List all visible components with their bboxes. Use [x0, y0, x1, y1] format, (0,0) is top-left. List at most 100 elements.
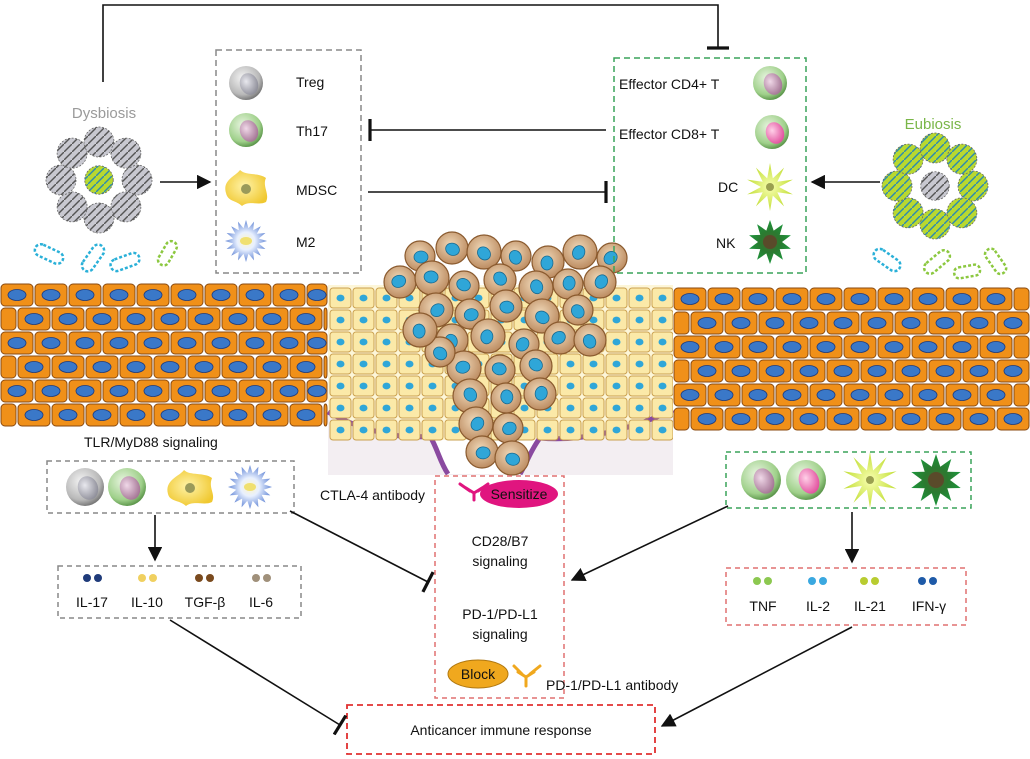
epithelial-nucleus — [952, 341, 972, 353]
tissue-nucleus — [336, 360, 345, 368]
epithelial-nucleus — [194, 361, 214, 373]
tumor-nucleus — [455, 360, 471, 374]
epithelial-nucleus — [41, 385, 61, 397]
epithelial-nucleus — [765, 413, 785, 425]
tissue-nucleus — [382, 294, 391, 302]
tumor-nucleus — [535, 310, 550, 325]
epithelial-nucleus — [24, 361, 44, 373]
epithelial-nucleus — [765, 365, 785, 377]
microbe-icon — [881, 170, 913, 202]
dc-label: DC — [718, 179, 739, 195]
epithelial-nucleus — [884, 341, 904, 353]
tissue-nucleus — [612, 360, 621, 368]
epithelial-nucleus — [697, 413, 717, 425]
tumor-nucleus — [412, 323, 426, 339]
nk-cell-icon — [749, 220, 791, 264]
tumor-nucleus — [594, 274, 609, 289]
tissue-nucleus — [658, 426, 667, 434]
microbe-icon — [110, 191, 142, 223]
right-dc-cell-icon — [843, 452, 897, 508]
tissue-nucleus — [612, 294, 621, 302]
epithelial-nucleus — [228, 361, 248, 373]
epithelial-nucleus — [296, 409, 316, 421]
tissue-nucleus — [382, 404, 391, 412]
tumor-nucleus — [572, 245, 586, 260]
tumor-nucleus — [499, 300, 515, 314]
il17-dots-icon — [83, 574, 102, 582]
pd1-antibody-label: PD-1/PD-L1 antibody — [546, 677, 679, 693]
right-cd8-cell-icon — [786, 460, 826, 500]
tissue-nucleus — [359, 404, 368, 412]
microbe-icon — [946, 143, 978, 175]
treg-cell-icon — [229, 66, 263, 100]
epithelial-nucleus — [782, 293, 802, 305]
epithelial-nucleus — [918, 341, 938, 353]
epithelial-nucleus — [697, 365, 717, 377]
tissue-nucleus — [658, 382, 667, 390]
tumor-nucleus — [480, 329, 494, 345]
epithelial-nucleus — [24, 409, 44, 421]
tlr-mdsc-cell-icon — [167, 470, 214, 506]
effector-cd8-cell-icon — [755, 115, 789, 149]
dc-cell-icon — [747, 163, 793, 211]
tissue-nucleus — [635, 382, 644, 390]
epithelial-nucleus — [935, 413, 955, 425]
right-cells-box — [725, 451, 972, 509]
microbe-icon — [892, 143, 924, 175]
tissue-nucleus — [566, 426, 575, 434]
tissue-nucleus — [405, 382, 414, 390]
tumor-nucleus — [423, 270, 439, 284]
epithelial-nucleus — [969, 413, 989, 425]
epithelial-nucleus — [799, 317, 819, 329]
ctla4-antibody-label: CTLA-4 antibody — [320, 487, 426, 503]
tgfb-dots-icon — [195, 574, 214, 582]
treg-label: Treg — [296, 74, 325, 90]
epithelial-nucleus — [816, 293, 836, 305]
tissue-nucleus — [382, 316, 391, 324]
epithelial-nucleus — [245, 337, 265, 349]
tissue-nucleus — [658, 316, 667, 324]
il10-label: IL-10 — [131, 594, 163, 610]
tissue-nucleus — [566, 360, 575, 368]
epithelial-nucleus — [748, 293, 768, 305]
tissue-nucleus — [658, 294, 667, 302]
epithelial-nucleus — [7, 289, 27, 301]
tissue-nucleus — [405, 404, 414, 412]
eubiosis-title: Eubiosis — [904, 116, 962, 133]
microbe-icon — [110, 137, 142, 169]
microbe-icon — [946, 197, 978, 229]
tissue-nucleus — [359, 360, 368, 368]
epithelial-nucleus — [262, 313, 282, 325]
dysbiosis-bacteria — [33, 239, 179, 273]
epithelial-nucleus — [109, 337, 129, 349]
tlr-th17-cell-icon — [108, 468, 146, 506]
epithelial-nucleus — [714, 389, 734, 401]
tissue-nucleus — [382, 360, 391, 368]
microbe-icon — [45, 164, 77, 196]
left-cytokines-inhibit-outcome-line — [169, 619, 348, 736]
tissue-nucleus — [359, 382, 368, 390]
tumor-nucleus — [493, 271, 507, 286]
microbe-icon — [83, 126, 115, 158]
tissue-nucleus — [382, 338, 391, 346]
epithelial-nucleus — [279, 385, 299, 397]
tissue-nucleus — [589, 382, 598, 390]
epithelial-nucleus — [697, 317, 717, 329]
epithelial-nucleus — [92, 313, 112, 325]
th17-cell-icon — [229, 113, 263, 147]
il21-label: IL-21 — [854, 598, 886, 614]
tissue-nucleus — [405, 360, 414, 368]
epithelial-nucleus — [816, 341, 836, 353]
epithelial-nucleus — [307, 337, 327, 349]
epithelial-nucleus — [799, 365, 819, 377]
tissue-nucleus — [428, 382, 437, 390]
tumor-nucleus — [463, 308, 479, 322]
eubiosis-bacteria — [872, 247, 1008, 280]
epithelial-nucleus — [748, 341, 768, 353]
tissue-nucleus — [612, 404, 621, 412]
nk-label: NK — [716, 235, 736, 251]
epithelial-nucleus — [867, 317, 887, 329]
block-badge — [447, 659, 509, 689]
tumor-nucleus — [571, 304, 585, 319]
epithelial-nucleus — [160, 313, 180, 325]
